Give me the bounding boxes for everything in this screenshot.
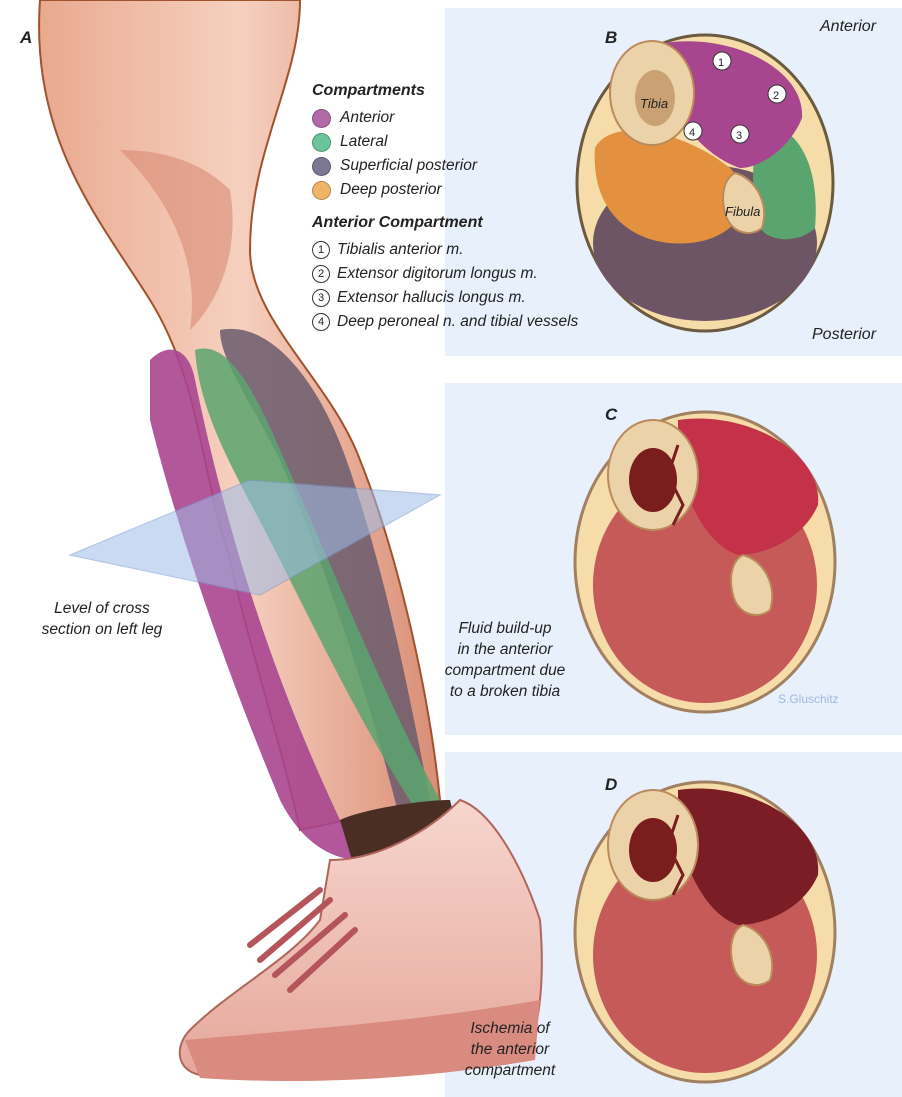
legend-item-1: 1 Tibialis anterior m. — [312, 238, 578, 262]
number-marker: 3 — [312, 289, 330, 307]
marker-3: 3 — [731, 125, 749, 143]
legend-swatch — [312, 133, 331, 152]
marker-1-text: 1 — [718, 57, 724, 69]
legend-item-label: Deep peroneal n. and tibial vessels — [337, 313, 578, 331]
legend-label: Deep posterior — [340, 181, 442, 199]
panel-c-caption-line: compartment due — [425, 660, 585, 681]
panel-d-caption-line: compartment — [440, 1060, 580, 1081]
panel-d-caption-line: the anterior — [440, 1039, 580, 1060]
legend-swatch — [312, 181, 331, 200]
legend-item-label: Extensor digitorum longus m. — [337, 265, 538, 283]
signature: S.Gluschitz — [778, 692, 839, 706]
panel-d-caption: Ischemia of the anterior compartment — [440, 1018, 580, 1081]
tibia-label: Tibia — [640, 96, 668, 111]
panel-c-caption-line: to a broken tibia — [425, 681, 585, 702]
panel-c-caption-line: Fluid build-up — [425, 618, 585, 639]
fibula-label: Fibula — [725, 204, 760, 219]
marker-2: 2 — [768, 85, 786, 103]
marker-4-text: 4 — [689, 127, 695, 139]
legend-item-4: 4 Deep peroneal n. and tibial vessels — [312, 310, 578, 334]
cross-section-c: S.Gluschitz — [568, 405, 843, 720]
legend-swatch — [312, 157, 331, 176]
legend-item-label: Extensor hallucis longus m. — [337, 289, 526, 307]
legend-item-label: Tibialis anterior m. — [337, 241, 463, 259]
panel-a-section-label: Level of cross section on left leg — [22, 598, 182, 640]
legend-swatch — [312, 109, 331, 128]
legend-label: Lateral — [340, 133, 387, 151]
cross-section-b: Tibia Fibula 1 2 3 4 — [570, 28, 840, 338]
panel-a-section-label-line: section on left leg — [22, 619, 182, 640]
legend-row-lateral: Lateral — [312, 130, 578, 154]
marker-2-text: 2 — [773, 90, 779, 102]
panel-c-caption: Fluid build-up in the anterior compartme… — [425, 618, 585, 702]
legend-item-3: 3 Extensor hallucis longus m. — [312, 286, 578, 310]
legend-anterior-title: Anterior Compartment — [312, 214, 578, 232]
marker-3-text: 3 — [736, 130, 742, 142]
number-marker: 1 — [312, 241, 330, 259]
panel-d-caption-line: Ischemia of — [440, 1018, 580, 1039]
panel-a-letter: A — [20, 28, 32, 48]
legend-label: Anterior — [340, 109, 394, 127]
legend: Compartments Anterior Lateral Superficia… — [312, 82, 578, 334]
number-marker: 2 — [312, 265, 330, 283]
legend-row-deep-posterior: Deep posterior — [312, 178, 578, 202]
legend-row-anterior: Anterior — [312, 106, 578, 130]
legend-compartments-title: Compartments — [312, 82, 578, 100]
legend-item-2: 2 Extensor digitorum longus m. — [312, 262, 578, 286]
legend-row-superficial-posterior: Superficial posterior — [312, 154, 578, 178]
marker-4: 4 — [684, 122, 702, 140]
cross-section-d — [568, 775, 843, 1090]
number-marker: 4 — [312, 313, 330, 331]
legend-label: Superficial posterior — [340, 157, 477, 175]
panel-c-caption-line: in the anterior — [425, 639, 585, 660]
panel-a-section-label-line: Level of cross — [22, 598, 182, 619]
marker-1: 1 — [713, 52, 731, 70]
